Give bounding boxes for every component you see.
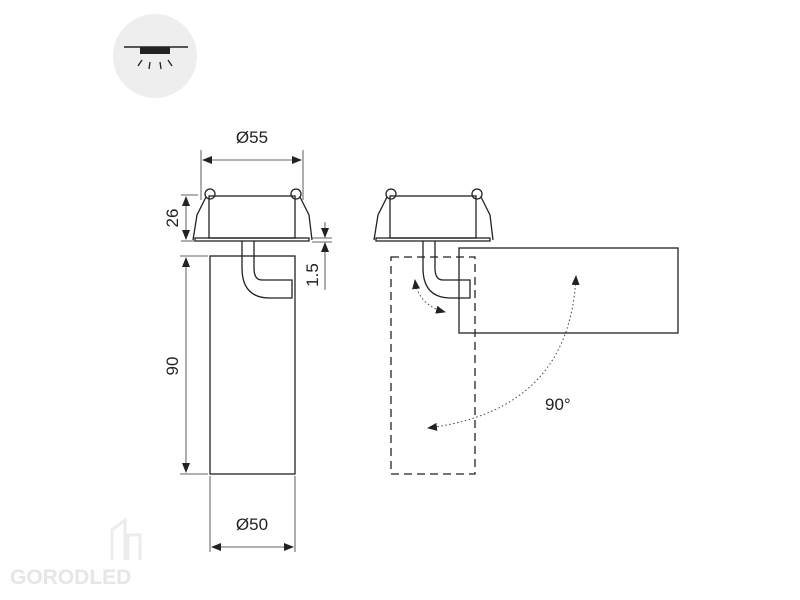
gorodled-logo: GORODLED bbox=[10, 516, 142, 589]
dim-top-diameter: Ø55 bbox=[236, 128, 268, 147]
recessed-light-icon bbox=[113, 14, 197, 98]
dim-body-height: 90 bbox=[163, 357, 182, 376]
rotation-angle-label: 90° bbox=[545, 395, 571, 414]
rotation-view: 90° bbox=[373, 188, 679, 475]
front-view: Ø55 26 1.5 90 Ø50 bbox=[163, 128, 332, 552]
dim-gap: 1.5 bbox=[303, 263, 322, 287]
dim-mount-height: 26 bbox=[163, 209, 182, 228]
dim-body-diameter: Ø50 bbox=[236, 515, 268, 534]
svg-text:GORODLED: GORODLED bbox=[10, 566, 131, 589]
